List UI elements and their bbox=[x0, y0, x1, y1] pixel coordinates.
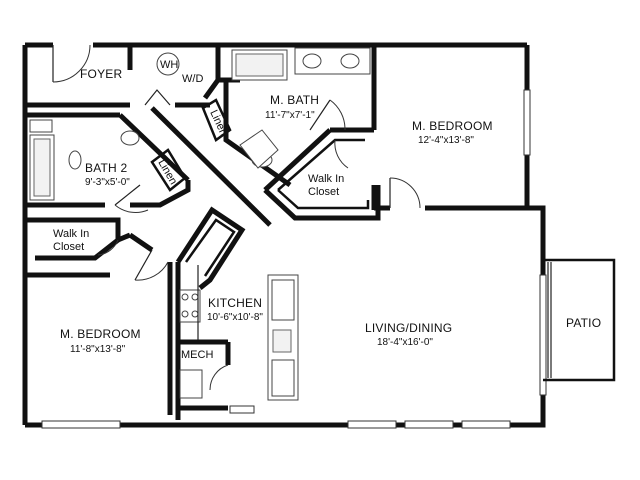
window-living-2 bbox=[404, 420, 454, 429]
water-heater-icon bbox=[156, 52, 180, 76]
foyer-label: FOYER bbox=[80, 67, 122, 81]
sink-icon bbox=[340, 53, 360, 69]
kitchen-label: KITCHEN bbox=[208, 296, 262, 310]
windows bbox=[41, 89, 547, 429]
bath2-dims: 9'-3"x5'-0" bbox=[85, 177, 130, 188]
patio-label: PATIO bbox=[566, 316, 601, 330]
mech-equipment bbox=[179, 369, 203, 399]
walk-in-closet-left-label-1: Walk In bbox=[53, 228, 89, 240]
kitchen-dims: 10'-6"x10'-8" bbox=[207, 312, 263, 323]
bath2-toilet-icon bbox=[68, 150, 82, 170]
patio-area bbox=[543, 258, 616, 382]
window-living-1 bbox=[347, 420, 397, 429]
master-bath-label: M. BATH bbox=[270, 93, 319, 107]
master-bedroom-right-dims: 12'-4"x13'-8" bbox=[418, 135, 474, 146]
room-labels: FOYER WH W/D M. BATH 11'-7"x7'-1" M. BED… bbox=[53, 59, 601, 361]
interior-walls bbox=[25, 45, 527, 420]
window-patio bbox=[539, 274, 547, 396]
water-heater-label: WH bbox=[160, 59, 178, 71]
walk-in-closet-right-label-1: Walk In bbox=[308, 173, 344, 185]
walk-in-closet-right-label-2: Closet bbox=[308, 186, 339, 198]
window-bedroom-left bbox=[41, 420, 121, 429]
living-dining-label: LIVING/DINING bbox=[365, 321, 452, 335]
fixtures bbox=[29, 47, 371, 401]
walk-in-closet-left-label-2: Closet bbox=[53, 241, 84, 253]
washer-dryer-label: W/D bbox=[182, 73, 203, 85]
mech-label: MECH bbox=[181, 349, 213, 361]
doors bbox=[52, 44, 421, 391]
window-living-3 bbox=[461, 420, 511, 429]
bath2-label: BATH 2 bbox=[85, 161, 127, 175]
sink-icon bbox=[302, 53, 322, 69]
window-bedroom-right bbox=[523, 89, 531, 156]
window-kitchen bbox=[229, 405, 255, 414]
master-bedroom-left-label: M. BEDROOM bbox=[60, 327, 141, 341]
living-dining-dims: 18'-4"x16'-0" bbox=[377, 337, 433, 348]
bath2-sink-icon bbox=[120, 130, 140, 146]
master-bedroom-right-label: M. BEDROOM bbox=[412, 119, 493, 133]
shower-icon bbox=[239, 129, 279, 169]
kitchen-sink-icon bbox=[272, 329, 292, 353]
master-bedroom-left-dims: 11'-8"x13'-8" bbox=[70, 344, 126, 355]
master-bath-dims: 11'-7"x7'-1" bbox=[265, 110, 315, 121]
